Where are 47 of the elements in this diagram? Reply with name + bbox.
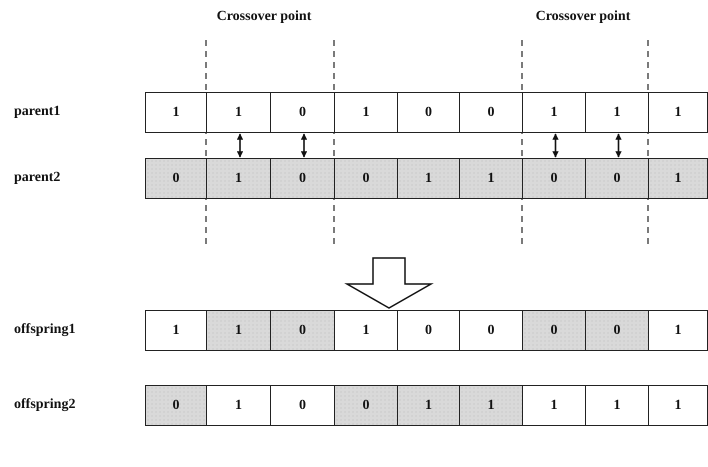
row-label: offspring1 xyxy=(14,322,76,338)
gene-cell: 1 xyxy=(206,92,271,133)
gene-cell: 1 xyxy=(648,385,708,426)
gene-cell: 0 xyxy=(270,158,335,199)
row-label: parent2 xyxy=(14,170,60,186)
gene-cell: 0 xyxy=(585,310,649,351)
gene-cell: 1 xyxy=(206,385,271,426)
gene-cell: 1 xyxy=(648,310,708,351)
row-label: offspring2 xyxy=(14,397,76,413)
gene-cell: 0 xyxy=(459,92,523,133)
gene-cell: 0 xyxy=(397,92,460,133)
gene-cell: 0 xyxy=(522,158,586,199)
gene-cell: 0 xyxy=(145,158,207,199)
gene-cell: 1 xyxy=(522,92,586,133)
double-arrow xyxy=(615,133,622,158)
gene-cell: 1 xyxy=(145,310,207,351)
gene-cell: 1 xyxy=(206,310,271,351)
gene-cell: 1 xyxy=(397,158,460,199)
double-arrow xyxy=(236,133,244,158)
gene-cell: 0 xyxy=(334,385,398,426)
gene-cell: 1 xyxy=(397,385,460,426)
gene-cell: 0 xyxy=(334,158,398,199)
gene-cell: 0 xyxy=(270,385,335,426)
gene-cell: 1 xyxy=(334,92,398,133)
row-label: parent1 xyxy=(14,104,60,120)
gene-cell: 1 xyxy=(334,310,398,351)
gene-cell: 0 xyxy=(270,310,335,351)
gene-cell: 1 xyxy=(585,385,649,426)
gene-cell: 1 xyxy=(648,92,708,133)
double-arrow xyxy=(300,133,308,158)
block-arrow xyxy=(344,257,434,309)
gene-cell: 1 xyxy=(459,158,523,199)
gene-cell: 1 xyxy=(585,92,649,133)
double-arrow xyxy=(552,133,559,158)
gene-cell: 1 xyxy=(522,385,586,426)
gene-cell: 0 xyxy=(145,385,207,426)
gene-cell: 0 xyxy=(522,310,586,351)
gene-cell: 0 xyxy=(397,310,460,351)
gene-cell: 0 xyxy=(270,92,335,133)
gene-cell: 1 xyxy=(648,158,708,199)
crossover-label: Crossover point xyxy=(216,9,312,25)
gene-cell: 1 xyxy=(206,158,271,199)
gene-cell: 1 xyxy=(459,385,523,426)
crossover-label: Crossover point xyxy=(536,9,630,25)
gene-cell: 1 xyxy=(145,92,207,133)
gene-cell: 0 xyxy=(459,310,523,351)
gene-cell: 0 xyxy=(585,158,649,199)
